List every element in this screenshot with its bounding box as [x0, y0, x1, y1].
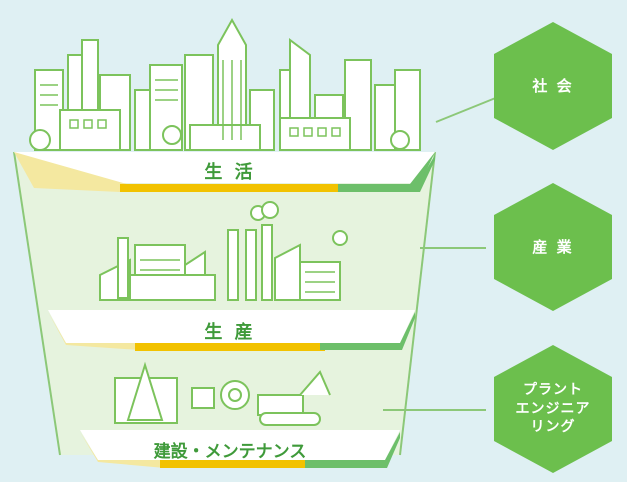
category-plant-line-1: プラント: [523, 381, 583, 398]
funnel-right-edge: [399, 151, 436, 456]
category-plant-line-2: エンジニア: [515, 400, 591, 417]
platform-construction: [80, 430, 400, 460]
hexagon-plant: [494, 345, 612, 473]
funnel-left-edge: [13, 151, 61, 456]
category-plant-line-3: リング: [530, 419, 576, 436]
funnel-body: [14, 152, 435, 455]
platform-life: [14, 152, 435, 183]
factory-details: [140, 259, 335, 293]
hexagon-industry: [494, 183, 612, 311]
city-skyline-icon: [29, 17, 421, 151]
connector-society: [435, 96, 499, 123]
city-windows: [40, 60, 341, 140]
category-society: 社 会: [498, 31, 608, 141]
tier-label-construction: 建設・メンテナンス: [153, 442, 307, 462]
category-industry: 産 業: [498, 192, 608, 302]
tier-label-life: 生 活: [204, 162, 256, 183]
category-plant-engineering: プラント エンジニア リング: [498, 354, 608, 464]
platform-production: [48, 310, 415, 343]
construction-icon: [114, 361, 331, 426]
category-industry-label: 産 業: [532, 237, 574, 256]
factory-icon: [99, 201, 348, 301]
hexagon-society: [494, 22, 612, 150]
category-society-label: 社 会: [532, 76, 574, 95]
tier-label-production: 生 産: [204, 322, 256, 343]
